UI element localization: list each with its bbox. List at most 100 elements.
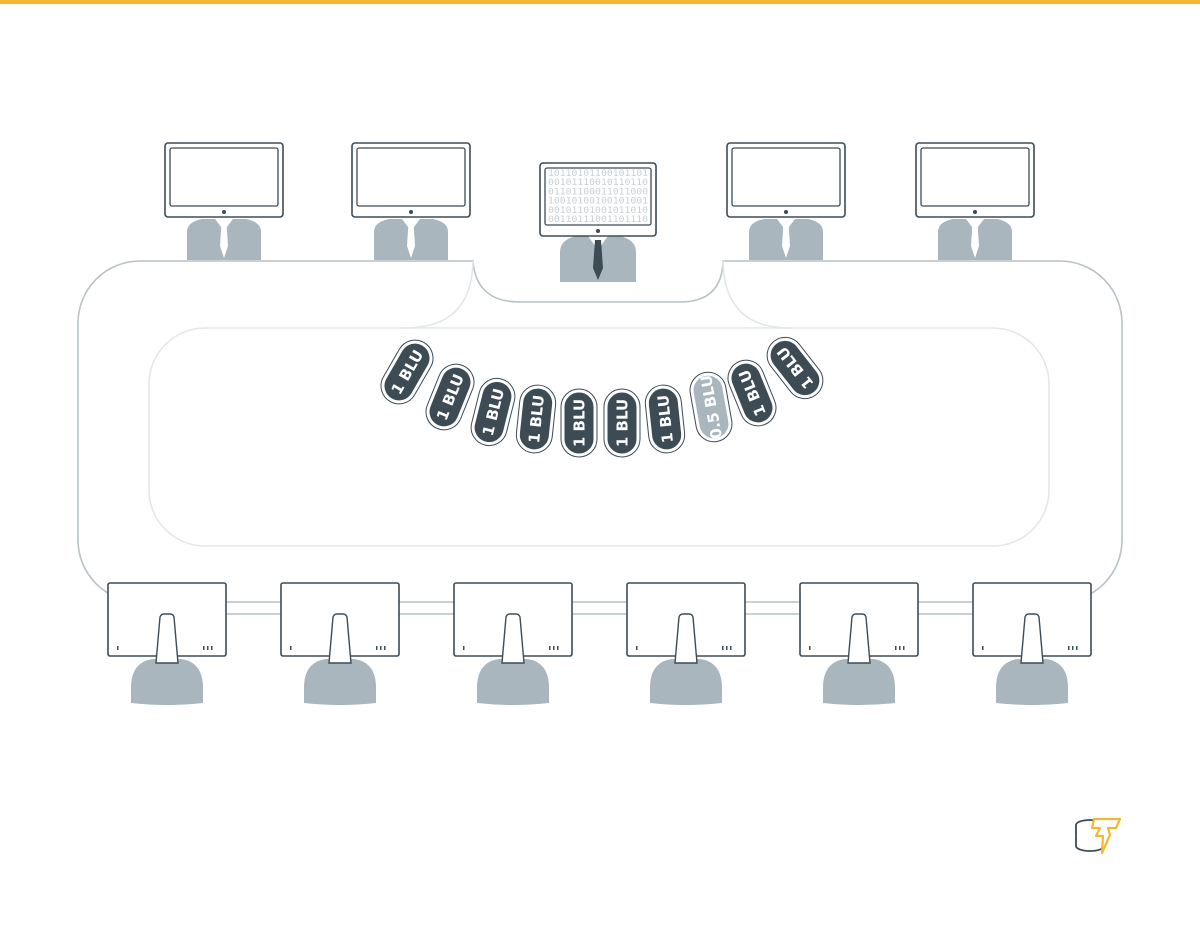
chip-body [604,389,640,457]
chip-body [471,378,515,446]
laptop-indicator [203,646,205,650]
table-outer-outline [77,260,1123,603]
chip-outline [644,384,686,454]
bottom-seat-1 [107,582,227,705]
person-tie [220,222,228,258]
chip: 1 BLU [727,359,777,427]
chip-outline [380,339,434,405]
laptop-indicator [207,646,209,650]
laptop-port [117,646,119,650]
chip: 0.5 BLU [689,371,733,443]
monitor-power-light [409,210,413,214]
chip: 1 BLU [515,384,557,454]
bottom-seat-5 [799,582,919,705]
chip-body [645,385,685,453]
dealer-notch-right-arc [722,260,791,329]
laptop-indicator [899,646,901,650]
person-shoulders [650,659,722,705]
dealer-seat: 1011010110010110100101110010110110011011… [539,162,657,282]
binary-row: 10110101100101101 [548,168,648,178]
person-tie [971,222,979,258]
bottom-seat-6 [972,582,1092,705]
person-tie [407,222,415,258]
chip-body [426,364,474,430]
person-head [501,613,525,664]
dealer-monitor-screen [544,167,652,226]
chip-body [516,385,556,453]
chip-outline [515,384,557,454]
bottom-seat-2 [280,582,400,705]
laptop-indicator [1072,646,1074,650]
laptop-port [809,646,811,650]
laptop-indicator [211,646,213,650]
chip-outline [689,371,733,443]
chip: 1 BLU [470,377,516,447]
laptop-indicator [895,646,897,650]
person-head [1020,613,1044,664]
monitor-power-light [973,210,977,214]
chip: 1 BLU [603,388,641,458]
dealer-tie [593,240,603,280]
laptop-indicator [730,646,732,650]
top-accent-bar [0,0,1200,4]
person-head [674,613,698,664]
dealer-monitor-button [596,229,600,233]
laptop-indicator [557,646,559,650]
laptop-indicator [722,646,724,650]
chip: 1 BLU [560,388,598,458]
chip-label: 1 BLU [571,399,589,447]
binary-row: 00101101001011010 [548,205,648,215]
chip-outline [560,388,598,458]
binary-row: 00101110010110110 [548,177,648,187]
chip-outline [425,363,475,431]
chip-label: 1 BLU [654,394,677,444]
table-inner-felt [148,327,1050,547]
top-seat-1 [164,142,284,260]
laptop-indicator [1068,646,1070,650]
laptop-port [982,646,984,650]
laptop-indicator [384,646,386,650]
laptop-indicator [903,646,905,650]
bottom-seat-4 [626,582,746,705]
laptop-indicator [726,646,728,650]
chip-body [690,372,732,442]
laptop-indicator [553,646,555,650]
chip: 1 BLU [425,363,475,431]
chip-body [767,337,823,399]
person-head [155,613,179,664]
binary-row: 00110111001101110 [548,214,648,224]
laptop-port [463,646,465,650]
laptop-indicator [380,646,382,650]
top-seat-4 [915,142,1035,260]
person-shoulders [131,659,203,705]
laptop-indicator [549,646,551,650]
chip-outline [470,377,516,447]
laptop-port [636,646,638,650]
binary-row: 10010100100101001 [548,196,648,206]
bottom-seat-3 [453,582,573,705]
monitor-screen [731,147,841,207]
chip: 1 BLU [644,384,686,454]
laptop-indicator [376,646,378,650]
monitor-screen [169,147,279,207]
person-shoulders [304,659,376,705]
person-shoulders [996,659,1068,705]
top-seat-3 [726,142,846,260]
person-shoulders [823,659,895,705]
chip-body [728,360,776,426]
monitor-power-light [784,210,788,214]
laptop-indicator [1076,646,1078,650]
dealer-notch-left-arc [404,260,474,329]
coin-stack-lightning-logo [1075,817,1122,855]
chip-outline [603,388,641,458]
chip-outline [766,336,824,400]
chip-label: 1 BLU [525,394,548,444]
person-head [847,613,871,664]
binary-code-screen: 1011010110010110100101110010110110011011… [548,168,648,224]
binary-row: 01101100011011000 [548,186,648,196]
person-tie [782,222,790,258]
top-seat-2 [351,142,471,260]
